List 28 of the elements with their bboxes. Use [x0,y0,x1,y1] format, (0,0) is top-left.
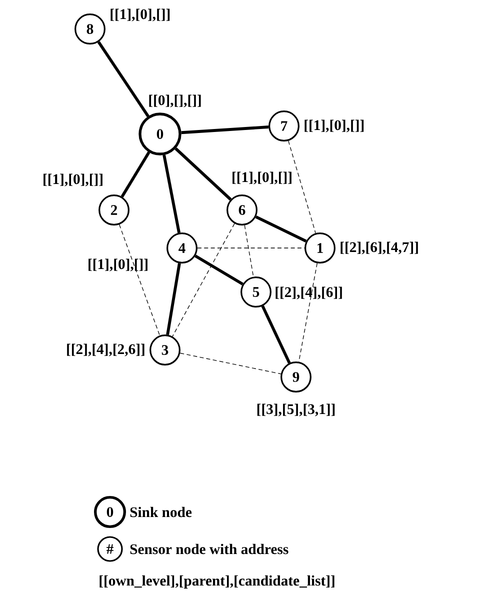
node-address-label: [[1],[0],[]] [232,172,292,184]
link-line [298,262,318,362]
link-line [244,224,254,278]
link-line [181,126,269,134]
link-line [97,41,150,118]
node-address-label: [[1],[0],[]] [88,258,148,272]
link-line [194,254,244,286]
link-line [180,352,282,374]
link-line [174,147,232,201]
link-line [288,140,316,234]
legend-text: Sensor node with address [130,544,288,554]
link-line [166,263,181,335]
node-address-label: [[3],[5],[3,1]] [257,404,335,416]
link-line [120,152,150,198]
legend-text: Sink node [130,506,192,518]
legend-text: [[own_level],[parent],[candidate_list]] [100,575,334,589]
link-line [255,215,307,243]
node-address-label: [[1],[0],[]] [304,120,364,132]
node-address-label: [[2],[4],[6]] [276,286,342,300]
node-address-label: [[2],[4],[2,6]] [67,344,144,356]
node-address-label: [[0],[],[]] [149,94,201,108]
link-line [118,224,160,336]
link-line [261,305,291,364]
node-address-label: [[1],[0],[]] [44,174,102,186]
node-address-label: [[1],[0],[]] [110,8,170,22]
node-address-label: [[2],[6],[4,7]] [340,242,418,254]
link-line [162,154,180,234]
link-line [172,223,235,337]
